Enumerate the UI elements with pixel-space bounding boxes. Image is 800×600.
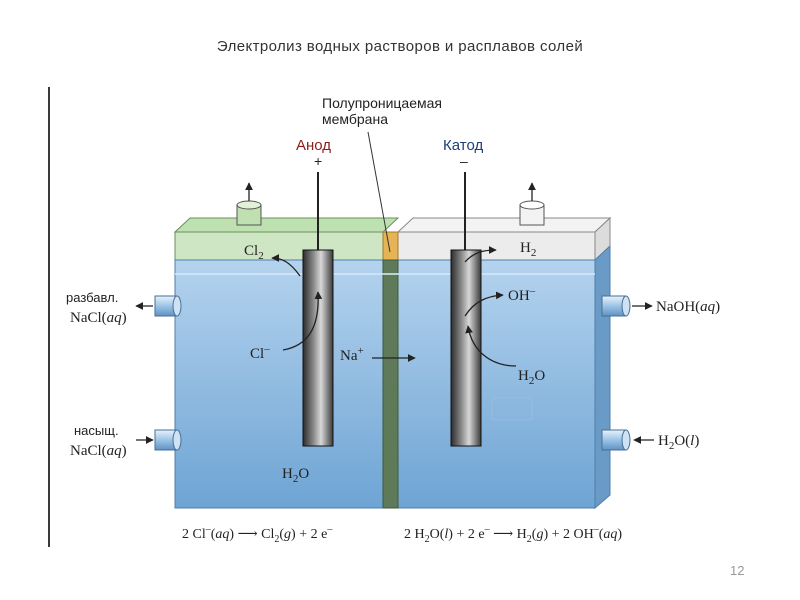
saturated-prefix: насыщ. (74, 423, 119, 438)
submerged-label-plate (491, 397, 533, 421)
cl-ion-label: Cl– (250, 343, 270, 362)
reaction-arrows (271, 246, 517, 367)
membrane (382, 259, 399, 509)
anode-electrode (302, 172, 334, 447)
anode-gas-outlet (236, 182, 262, 226)
cathode-headspace (397, 231, 596, 261)
left-divider-line (48, 87, 50, 547)
tank-right-side (594, 244, 611, 510)
cathode-label: Катод (443, 137, 483, 154)
anode-label: Анод (296, 137, 331, 154)
arrow-icon (464, 246, 497, 263)
anode-solution (174, 259, 384, 509)
membrane-label-line1: Полупроницаемая (322, 95, 442, 111)
cathode-headspace-top (396, 217, 612, 233)
h2-label: H2 (520, 240, 536, 259)
arrow-icon (271, 254, 301, 277)
arrow-icon (282, 291, 323, 351)
anode-equation: 2 Cl–(aq) ⟶ Cl2(g) + 2 e– (182, 524, 333, 545)
membrane-top-strip (382, 231, 399, 261)
dilute-prefix: разбавл. (66, 290, 118, 305)
saturated-formula: NaCl(aq) (70, 443, 127, 459)
naoh-out-label: NaOH(aq) (656, 299, 720, 315)
arrow-icon (465, 325, 517, 367)
page-number: 12 (730, 563, 745, 578)
cathode-gas-outlet (519, 182, 545, 226)
left-pipes (135, 295, 182, 451)
anode-headspace-top (173, 217, 400, 233)
cathode-electrode (450, 172, 482, 447)
cathode-sign: – (460, 153, 468, 169)
slide-title: Электролиз водных растворов и расплавов … (216, 38, 584, 55)
right-pipes (601, 295, 654, 451)
membrane-label-line2: мембрана (322, 111, 388, 127)
dilute-formula: NaCl(aq) (70, 310, 127, 326)
water-in-label: H2O(l) (658, 433, 699, 452)
na-ion-label: Na+ (340, 345, 364, 364)
cl2-label: Cl2 (244, 243, 264, 262)
h2o-anode-label: H2O (282, 466, 309, 485)
cathode-solution (397, 259, 596, 509)
oh-ion-label: OH– (508, 285, 536, 304)
arrow-icon (464, 291, 504, 317)
anode-headspace (174, 231, 384, 261)
tank-body (174, 244, 611, 510)
membrane-pointer (367, 131, 391, 253)
h2o-cathode-label: H2O (518, 368, 545, 387)
anode-sign: + (314, 153, 322, 169)
cathode-equation: 2 H2O(l) + 2 e– ⟶ H2(g) + 2 OH–(aq) (404, 524, 622, 545)
